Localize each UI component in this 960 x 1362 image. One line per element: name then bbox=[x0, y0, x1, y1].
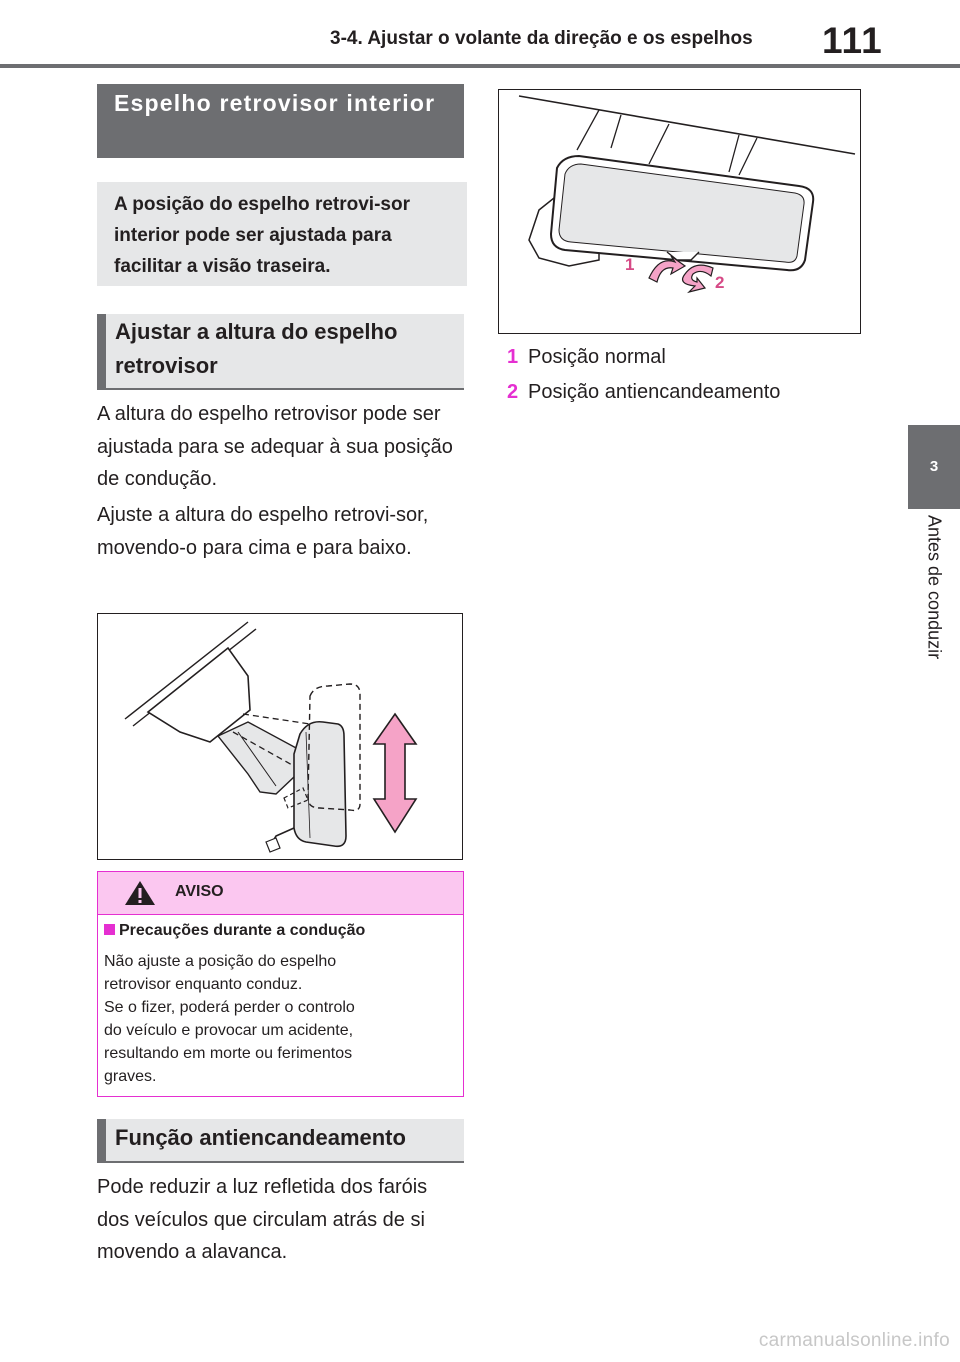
warning-line: Não ajuste a posição do espelho bbox=[104, 953, 337, 970]
intro-text: A posição do espelho retrovi-sor interio… bbox=[114, 194, 410, 277]
callout-item: 2 Posição antiencandeamento bbox=[498, 375, 898, 410]
antiglare-illustration: 1 2 bbox=[498, 89, 861, 334]
warning-line: resultando em morte ou ferimentos bbox=[104, 1045, 353, 1062]
antiglare-drawing: 1 2 bbox=[518, 95, 856, 294]
chapter-number: 3 bbox=[929, 458, 939, 475]
section-title: Espelho retrovisor interior bbox=[114, 90, 436, 116]
callout-item: 1 Posição normal bbox=[498, 340, 898, 375]
warning-box: AVISO Precauções durante a condução Não … bbox=[97, 871, 464, 1097]
mirror-height-drawing bbox=[124, 621, 418, 853]
subheading-height: Ajustar a altura do espelho retrovisor bbox=[97, 314, 464, 390]
bullet-square-icon bbox=[104, 924, 115, 935]
section-title-box: Espelho retrovisor interior bbox=[97, 84, 464, 158]
figure-label-2: 2 bbox=[715, 273, 724, 292]
warning-line: graves. bbox=[104, 1068, 157, 1085]
paragraph-height-1: A altura do espelho retrovisor pode ser … bbox=[97, 403, 453, 490]
paragraph-height-2: Ajuste a altura do espelho retrovi-sor, … bbox=[97, 504, 429, 559]
chapter-label: Antes de conduzir bbox=[924, 515, 945, 660]
intro-box: A posição do espelho retrovi-sor interio… bbox=[97, 182, 467, 286]
warning-body: Não ajuste a posição do espelho retrovis… bbox=[104, 950, 454, 1088]
header-section-title: 3-4. Ajustar o volante da direção e os e… bbox=[330, 28, 753, 49]
callout-text: Posição normal bbox=[528, 346, 666, 368]
subheading-antiglare-text: Função antiencandeamento bbox=[115, 1125, 406, 1150]
warning-label: AVISO bbox=[175, 883, 224, 900]
watermark: carmanualsonline.info bbox=[758, 1330, 950, 1351]
warning-line: do veículo e provocar um acidente, bbox=[104, 1022, 354, 1039]
subheading-height-text: Ajustar a altura do espelho retrovisor bbox=[115, 319, 398, 378]
warning-subtitle-text: Precauções durante a condução bbox=[119, 922, 366, 939]
paragraph-antiglare: Pode reduzir a luz refletida dos faróis … bbox=[97, 1176, 428, 1263]
callout-number: 2 bbox=[507, 381, 519, 403]
callout-number: 1 bbox=[507, 346, 519, 368]
chapter-label-area: Antes de conduzir bbox=[908, 509, 960, 704]
callout-text: Posição antiencandeamento bbox=[528, 381, 781, 403]
warning-subtitle: Precauções durante a condução bbox=[104, 922, 365, 940]
callout-list: 1 Posição normal 2 Posição antiencandeamen… bbox=[498, 340, 898, 410]
warning-line: retrovisor enquanto conduz. bbox=[104, 976, 303, 993]
mirror-height-illustration bbox=[97, 613, 463, 860]
warning-line: Se o fizer, poderá perder o controlo bbox=[104, 999, 355, 1016]
chapter-tab[interactable]: 3 bbox=[908, 425, 960, 509]
warning-triangle-icon bbox=[125, 881, 155, 905]
figure-label-1: 1 bbox=[625, 255, 634, 274]
subheading-antiglare: Função antiencandeamento bbox=[97, 1119, 464, 1163]
header-divider bbox=[0, 64, 960, 68]
page-number: 111 bbox=[822, 20, 883, 61]
warning-header: AVISO bbox=[98, 872, 463, 915]
